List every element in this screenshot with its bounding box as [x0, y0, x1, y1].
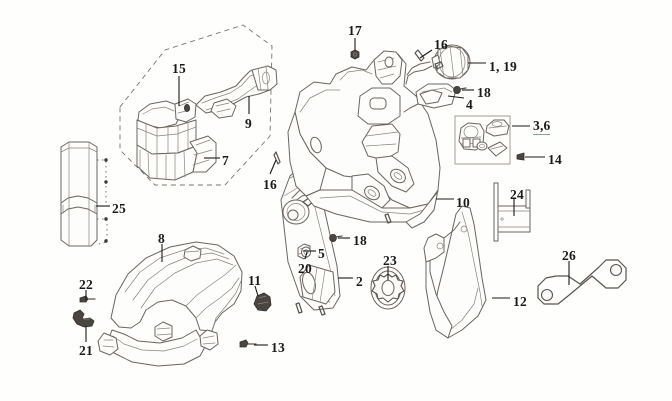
part-13-self-tapping-screw	[239, 339, 257, 348]
leader-line-grommet	[254, 285, 259, 297]
callout-rear-fender: 8	[158, 231, 165, 246]
part-18-screw-upper	[453, 86, 467, 95]
group-boundary-battery-area	[119, 24, 273, 186]
callout-screw-lower: 18	[353, 233, 367, 248]
callout-battery-box-bracket: 15	[172, 61, 186, 76]
callout-rubber-bushing: 5	[318, 246, 325, 261]
callout-battery-tray: 7	[222, 153, 229, 168]
callout-hex-nut: 17	[348, 23, 362, 38]
callout-shock-cover-sleeve: 25	[112, 201, 126, 216]
part-11-grommet	[253, 292, 272, 312]
leader-line-wire-clip-upper	[419, 49, 433, 59]
part-8-rear-fender	[97, 241, 243, 367]
part-15-battery-box-bracket	[137, 98, 197, 129]
part-4-license-plate-lamp	[403, 83, 457, 113]
callout-key-blank: 14	[548, 152, 562, 167]
part-5-rubber-bushing	[301, 246, 311, 258]
callout-collar: 20	[298, 261, 312, 276]
callout-mounting-bracket: 24	[510, 187, 524, 202]
part-16-wire-clip-upper	[414, 49, 425, 62]
part-2-tail-light-bracket	[273, 151, 341, 316]
part-18-screw-lower	[329, 233, 343, 242]
callout-lock-set: 3,6	[533, 118, 551, 135]
part-7-battery-tray	[136, 119, 217, 181]
part-17-hex-nut	[350, 49, 360, 60]
part-22-flange-bolt	[79, 295, 96, 303]
callout-wire-clip-lower: 16	[263, 177, 277, 192]
callout-tail-lamp-assembly: 1, 19	[489, 59, 517, 74]
part-3-6-lock-set-box	[454, 115, 525, 165]
callout-mud-flap: 12	[513, 294, 527, 309]
callout-self-tapping-screw: 13	[271, 340, 285, 355]
part-21-cable-clamp	[72, 309, 95, 328]
callout-seat-rail-support: 9	[245, 116, 252, 131]
callout-link-arm: 26	[562, 248, 576, 263]
leader-line-collar	[304, 251, 308, 260]
callout-wire-clip-upper: 16	[434, 37, 448, 52]
leader-lines	[85, 38, 570, 346]
part-23-star-lock-washer	[370, 266, 406, 310]
part-26-link-arm	[537, 259, 627, 305]
callout-screw-upper: 18	[477, 85, 491, 100]
part-25-shock-cover-sleeve	[60, 141, 108, 247]
part-10-inner-rear-fender	[287, 50, 441, 229]
callout-grommet: 11	[248, 273, 262, 288]
callout-cable-clamp: 21	[79, 343, 93, 358]
callout-flange-bolt: 22	[79, 277, 93, 292]
part-14-key-blank	[487, 141, 508, 157]
callout-star-lock-washer: 23	[383, 253, 397, 268]
part-9-seat-rail-support	[195, 65, 278, 119]
part-1-19-tail-lamp-assembly	[405, 44, 471, 85]
leader-line-license-plate-lamp	[447, 95, 465, 99]
part-2-cylinder-body	[299, 264, 336, 305]
callout-tail-light-bracket: 2	[356, 274, 363, 289]
leader-line-wire-clip-lower	[269, 159, 277, 175]
callout-license-plate-lamp: 4	[466, 97, 473, 112]
callout-inner-rear-fender: 10	[456, 195, 470, 210]
part-12-mud-flap	[423, 205, 487, 339]
